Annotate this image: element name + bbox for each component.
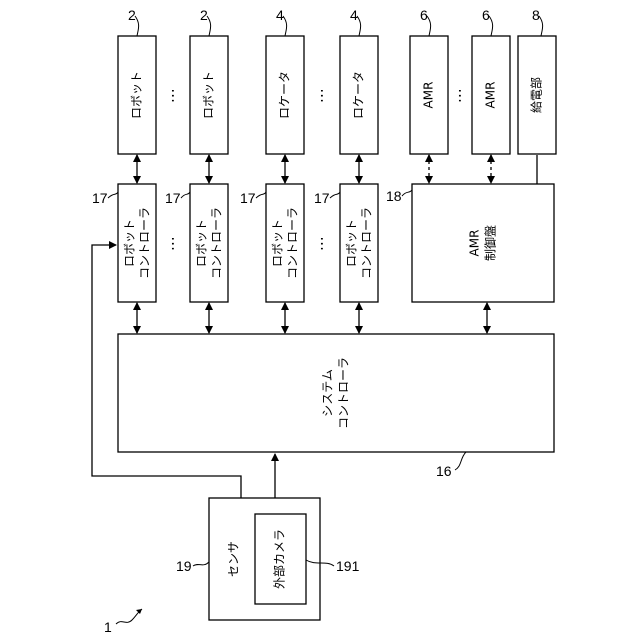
robot-label-1: ロボット	[130, 71, 144, 119]
ellipsis-robots: ⋯	[164, 87, 182, 103]
ref-locator-1: 4	[276, 7, 284, 23]
robot-controller-box-4: ロボット コントローラ	[340, 184, 378, 302]
power-supply-label: 給電部	[529, 77, 544, 113]
robot-controller-label-1b: コントローラ	[138, 207, 152, 279]
amr-box-1: AMR	[410, 36, 448, 154]
ref-system-controller: 16	[436, 463, 452, 479]
robot-controller-box-3: ロボット コントローラ	[266, 184, 304, 302]
robot-controller-label-1a: ロボット	[123, 219, 137, 267]
amr-control-panel-box: AMR 制御盤	[412, 184, 554, 302]
amr-box-2: AMR	[472, 36, 510, 154]
ellipsis-amrs: ⋯	[451, 87, 469, 103]
sensor-label: センサ	[227, 541, 241, 577]
system-controller-box: システム コントローラ	[118, 334, 554, 452]
locator-box-2: ロケータ	[340, 36, 378, 154]
external-camera-box: 外部カメラ	[255, 514, 306, 604]
robot-controller-box-1: ロボット コントローラ	[118, 184, 156, 302]
robot-box-1: ロボット	[118, 36, 156, 154]
robot-controller-label-3b: コントローラ	[286, 207, 300, 279]
robot-box-2: ロボット	[190, 36, 228, 154]
ref-amr-panel: 18	[386, 188, 402, 204]
ellipsis-locators: ⋯	[313, 87, 331, 103]
ref-locator-2: 4	[350, 7, 358, 23]
ref-robot-controller-1: 17	[92, 190, 108, 206]
ellipsis-controllers-1: ⋯	[164, 235, 182, 251]
ref-external-camera: 191	[336, 558, 360, 574]
ref-amr-1: 6	[420, 7, 428, 23]
amr-panel-label-a: AMR	[468, 230, 482, 257]
system-controller-label-a: システム	[321, 369, 335, 417]
robot-controller-label-4a: ロボット	[345, 219, 359, 267]
ref-power-supply: 8	[532, 7, 540, 23]
system-controller-label-b: コントローラ	[337, 357, 351, 429]
locator-label-2: ロケータ	[352, 71, 366, 119]
power-supply-box: 給電部	[518, 36, 556, 154]
ref-robot-controller-2: 17	[165, 190, 181, 206]
ref-amr-2: 6	[482, 7, 490, 23]
robot-controller-label-3a: ロボット	[271, 219, 285, 267]
amr-panel-label-b: 制御盤	[483, 225, 498, 261]
ref-sensor: 19	[176, 558, 192, 574]
amr-label-1: AMR	[422, 82, 436, 109]
locator-label-1: ロケータ	[278, 71, 292, 119]
robot-controller-box-2: ロボット コントローラ	[190, 184, 228, 302]
ref-system: 1	[104, 619, 112, 635]
ref-robot-controller-4: 17	[314, 190, 330, 206]
locator-box-1: ロケータ	[266, 36, 304, 154]
robot-label-2: ロボット	[202, 71, 216, 119]
robot-controller-label-2b: コントローラ	[210, 207, 224, 279]
ellipsis-controllers-2: ⋯	[313, 235, 331, 251]
robot-controller-label-2a: ロボット	[195, 219, 209, 267]
ref-robot-2: 2	[200, 7, 208, 23]
robot-controller-label-4b: コントローラ	[360, 207, 374, 279]
ref-robot-1: 2	[128, 7, 136, 23]
amr-label-2: AMR	[484, 82, 498, 109]
ref-robot-controller-3: 17	[240, 190, 256, 206]
external-camera-label: 外部カメラ	[272, 529, 287, 589]
